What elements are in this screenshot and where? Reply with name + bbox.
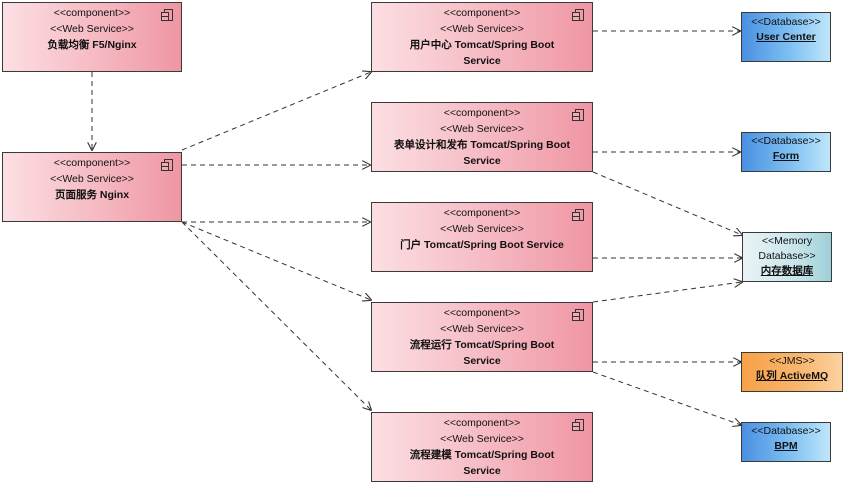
database-bpm[interactable]: <<Database>> BPM [741,422,831,462]
memory-database[interactable]: <<Memory Database>> 内存数据库 [742,232,832,282]
component-icon [161,159,173,171]
stereotype-web-service: <<Web Service>> [440,323,524,335]
component-icon [572,209,584,221]
stereotype-jms: <<JMS>> [769,355,815,367]
database-name: 内存数据库 [760,265,814,277]
edge-flowrun-memory [592,282,742,303]
database-name: Form [772,150,800,162]
edge-web-user [181,72,371,151]
stereotype-web-service: <<Web Service>> [440,433,524,445]
stereotype-component: <<component>> [443,7,521,19]
database-user-center[interactable]: <<Database>> User Center [741,12,831,62]
component-web-nginx[interactable]: <<component>> <<Web Service>> 页面服务 Nginx [2,152,182,222]
database-name: BPM [774,440,798,452]
stereotype-component: <<component>> [443,107,521,119]
database-name: User Center [756,31,816,43]
component-name: 流程运行 Tomcat/Spring Boot Service [409,339,555,367]
stereotype-memory-line2: Database>> [758,250,816,262]
stereotype-web-service: <<Web Service>> [50,173,134,185]
component-icon [161,9,173,21]
stereotype-database: <<Database>> [751,425,821,437]
stereotype-component: <<component>> [443,207,521,219]
stereotype-component: <<component>> [443,417,521,429]
component-name: 用户中心 Tomcat/Spring Boot Service [409,39,555,67]
stereotype-database: <<Database>> [751,135,821,147]
component-name: 页面服务 Nginx [54,189,130,201]
component-portal-service[interactable]: <<component>> <<Web Service>> 门户 Tomcat/… [371,202,593,272]
component-name: 负载均衡 F5/Nginx [47,39,137,51]
component-icon [572,309,584,321]
stereotype-component: <<component>> [443,307,521,319]
edge-web-flowrun [181,221,371,300]
stereotype-component: <<component>> [53,157,131,169]
stereotype-web-service: <<Web Service>> [440,123,524,135]
component-name: 表单设计和发布 Tomcat/Spring Boot Service [394,139,570,167]
component-user-center-service[interactable]: <<component>> <<Web Service>> 用户中心 Tomca… [371,2,593,72]
component-icon [572,419,584,431]
component-form-service[interactable]: <<component>> <<Web Service>> 表单设计和发布 To… [371,102,593,172]
edge-web-flowmodel [181,221,371,410]
stereotype-component: <<component>> [53,7,131,19]
database-form[interactable]: <<Database>> Form [741,132,831,172]
component-icon [572,9,584,21]
stereotype-memory-line1: <<Memory [761,235,813,247]
stereotype-web-service: <<Web Service>> [440,23,524,35]
stereotype-web-service: <<Web Service>> [50,23,134,35]
component-icon [572,109,584,121]
stereotype-database: <<Database>> [751,16,821,28]
stereotype-web-service: <<Web Service>> [440,223,524,235]
component-flow-run-service[interactable]: <<component>> <<Web Service>> 流程运行 Tomca… [371,302,593,372]
component-flow-model-service[interactable]: <<component>> <<Web Service>> 流程建模 Tomca… [371,412,593,482]
queue-activemq[interactable]: <<JMS>> 队列 ActiveMQ [741,352,843,392]
edge-form-memory [592,171,742,235]
queue-name: 队列 ActiveMQ [755,370,829,382]
component-name: 门户 Tomcat/Spring Boot Service [400,239,564,251]
component-name: 流程建模 Tomcat/Spring Boot Service [409,449,555,477]
edge-flowrun-bpm [592,371,741,425]
component-load-balancer[interactable]: <<component>> <<Web Service>> 负载均衡 F5/Ng… [2,2,182,72]
